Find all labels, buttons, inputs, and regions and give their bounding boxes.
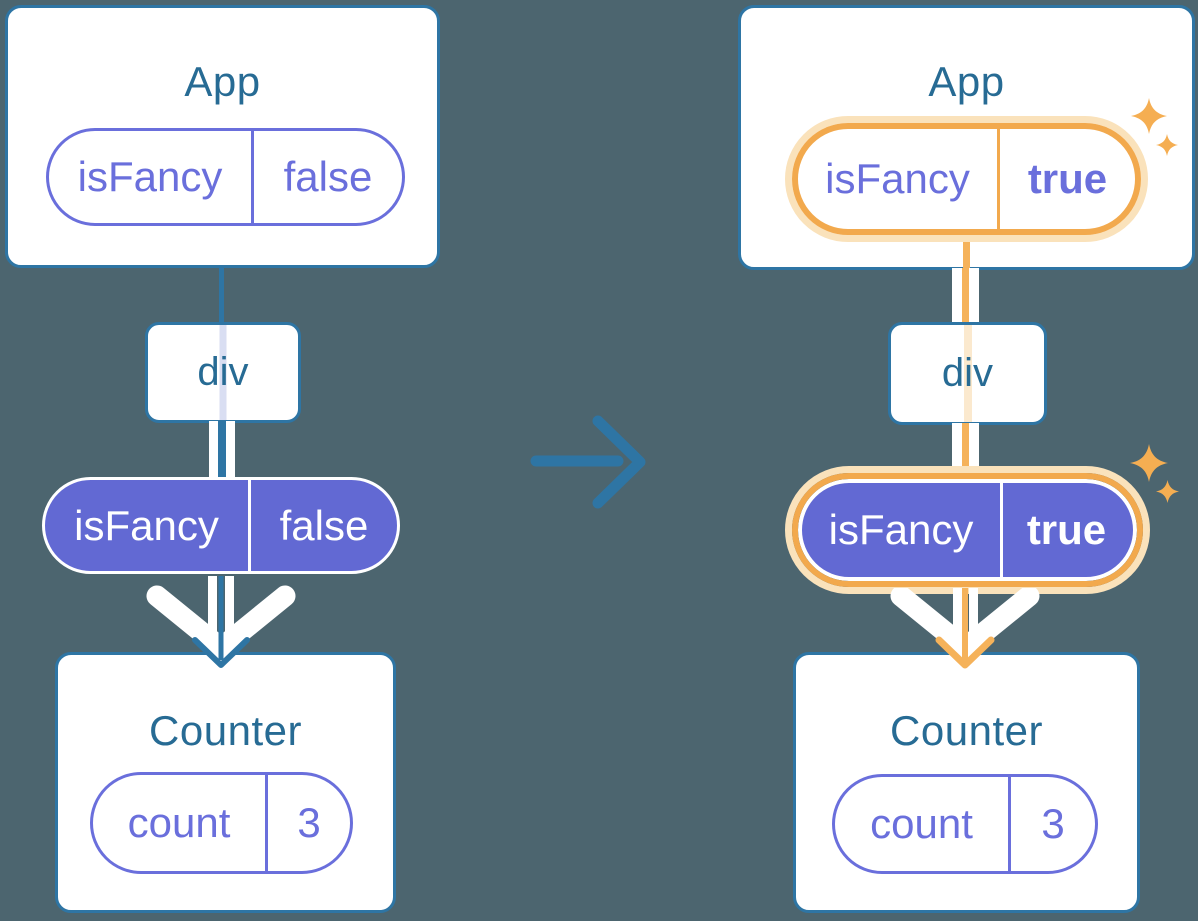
prop-name: isFancy xyxy=(825,155,970,202)
state-pill: count 3 xyxy=(90,772,353,874)
app-title: App xyxy=(184,58,261,105)
prop-pill: isFancy true xyxy=(792,123,1141,235)
state-pill: count 3 xyxy=(832,774,1098,874)
prop-pipe xyxy=(952,268,979,324)
passed-prop-name: isFancy xyxy=(74,501,219,549)
ghost-prop-line xyxy=(219,325,227,420)
passed-prop-pill: isFancy true xyxy=(798,479,1137,581)
sparkles-icon xyxy=(1130,444,1179,503)
highlight-ring: isFancy true xyxy=(785,466,1150,594)
passed-prop-value: true xyxy=(1000,483,1130,577)
div-box: div xyxy=(888,322,1047,425)
div-label: div xyxy=(197,350,249,394)
transition-arrow-icon xyxy=(530,415,646,509)
counter-card: Counter count 3 xyxy=(55,652,396,913)
counter-title: Counter xyxy=(890,707,1043,754)
div-label: div xyxy=(941,351,994,395)
counter-card: Counter count 3 xyxy=(793,652,1140,913)
state-value: 3 xyxy=(265,775,350,871)
state-value: 3 xyxy=(1008,777,1095,871)
passed-prop-value: false xyxy=(248,480,397,571)
connector-line xyxy=(963,236,970,270)
prop-name: isFancy xyxy=(77,153,223,200)
passed-prop-name: isFancy xyxy=(828,506,974,553)
div-box: div xyxy=(145,322,301,423)
prop-value: false xyxy=(251,131,402,223)
prop-pipe xyxy=(952,423,979,472)
prop-pipe xyxy=(209,421,235,481)
highlight-ring: isFancy true xyxy=(785,116,1148,242)
down-arrow-icon xyxy=(890,588,1040,669)
prop-pill: isFancy false xyxy=(46,128,405,226)
counter-title: Counter xyxy=(149,707,302,754)
prop-value: true xyxy=(997,129,1135,229)
sparkles-icon xyxy=(1131,98,1178,156)
state-name: count xyxy=(870,800,973,847)
passed-prop-pill: isFancy false xyxy=(42,477,400,574)
app-title: App xyxy=(928,58,1005,105)
app-card: App isFancy false xyxy=(5,5,440,268)
ghost-prop-line xyxy=(963,325,972,422)
state-name: count xyxy=(127,799,231,846)
connector-line xyxy=(219,266,224,326)
down-arrow-icon xyxy=(146,576,296,668)
